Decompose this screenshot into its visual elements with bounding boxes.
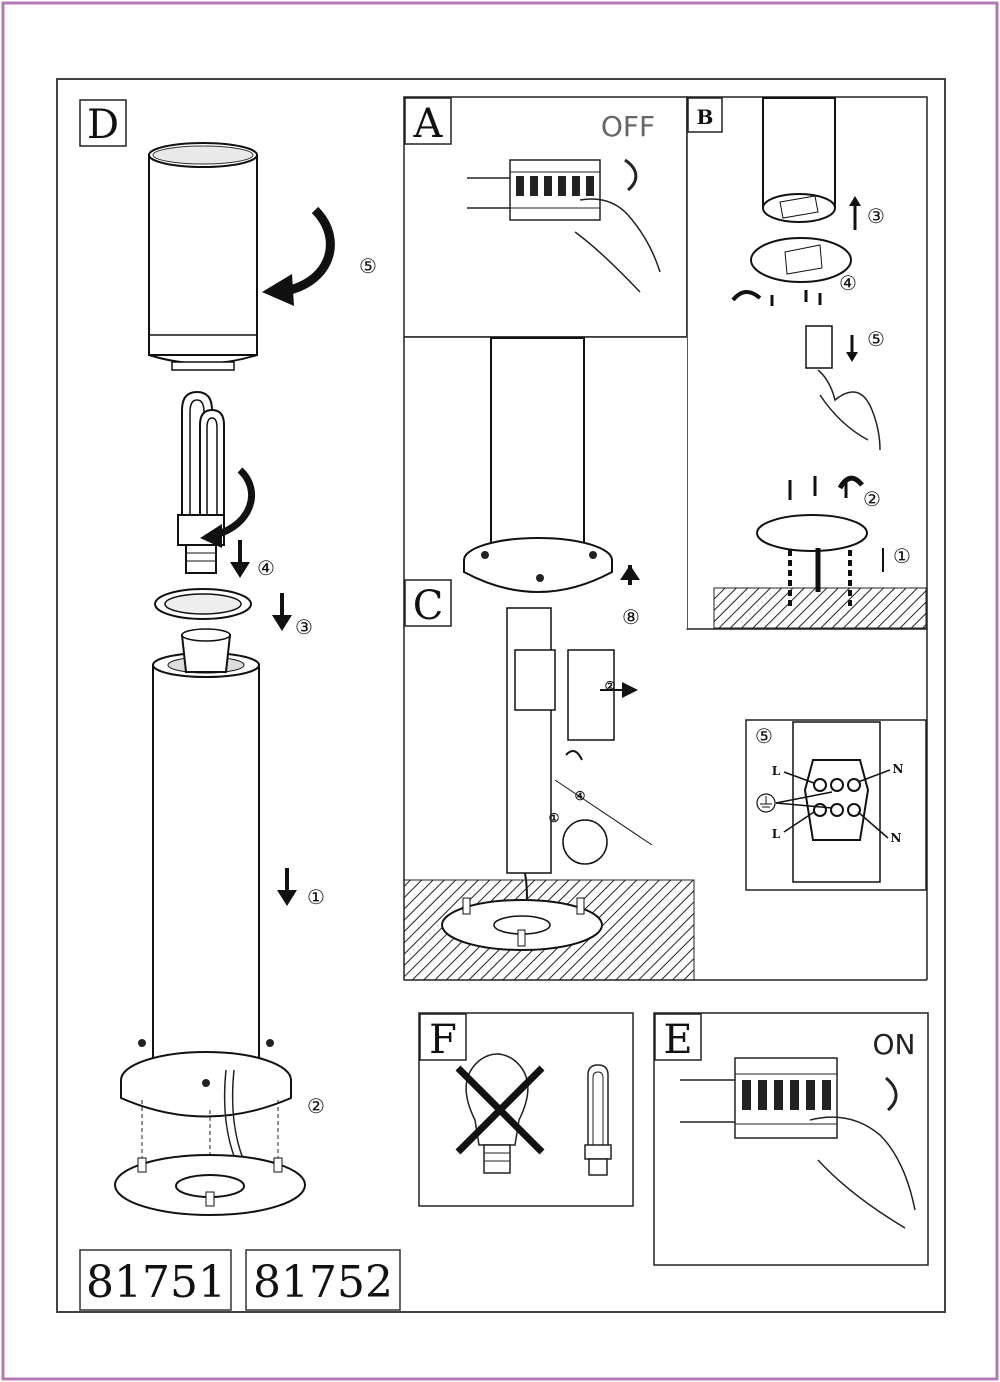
panel-e-label: E [663, 1017, 692, 1063]
energy-saving-bulb-icon [584, 1064, 612, 1176]
panel-d-label: D [87, 102, 119, 148]
step-3-label: ③ [295, 615, 313, 639]
switch-off-label: OFF [601, 110, 655, 143]
panel-c-label-box [404, 579, 452, 627]
step-4-label: ④ [257, 556, 275, 580]
mounting-plate [114, 1154, 306, 1216]
arrow-icon [272, 615, 292, 631]
panel-f-label-box [419, 1013, 467, 1061]
panel-a-label-box [404, 97, 452, 145]
rotate-arrow-icon [279, 206, 335, 297]
energy-saving-bulb [177, 390, 225, 574]
arrow-icon [620, 565, 640, 580]
arrow-icon [849, 196, 861, 206]
panel-c-label: C [413, 583, 444, 629]
c-step-8-label: ⑧ [622, 605, 640, 629]
terminal-n-bottom: N [891, 831, 902, 845]
step-5-label: ⑤ [359, 254, 377, 278]
b-step-1-label: ① [893, 544, 911, 568]
model-number-1: 81751 [86, 1257, 226, 1308]
wiring-step-label: ⑤ [755, 724, 773, 748]
earth-ground-icon [756, 793, 776, 813]
detail-circle [562, 819, 608, 865]
b-step-4-label: ④ [839, 271, 857, 295]
panel-d: D ⑤ ④ [79, 99, 401, 1311]
panel-a-label: A [413, 101, 444, 147]
gasket-ring [154, 588, 252, 620]
panel-e: E ON [653, 1012, 929, 1266]
circuit-breaker-icon [680, 1057, 838, 1139]
switch-on-label: ON [873, 1028, 916, 1061]
main-frame [56, 78, 946, 1313]
ground-hatch [713, 587, 927, 629]
hand-icon [817, 369, 881, 451]
terminal-l-top: L [772, 764, 781, 778]
panel-f-label: F [429, 1017, 457, 1063]
model-box-81752 [245, 1249, 401, 1311]
lamp-shade [148, 142, 258, 371]
panel-b-label-box [687, 97, 723, 133]
c-inner-tube [506, 607, 552, 874]
b-step-3-label: ③ [867, 204, 885, 228]
terminal-n-top: N [893, 762, 904, 776]
rotate-arrow-icon [885, 1076, 898, 1112]
panel-c: ⑧ C ② ④ ① [403, 336, 928, 981]
c-post [490, 337, 585, 549]
rotate-arrow-icon [837, 475, 864, 490]
arrow-icon [262, 274, 294, 306]
rotate-arrow-icon [731, 290, 762, 302]
panel-d-label-box [79, 99, 127, 147]
b-flange [756, 514, 868, 552]
panel-b-label: B [697, 105, 714, 129]
panel-b: B ③ ④ ⑤ ② ① [686, 96, 928, 630]
rotate-arrow-icon [213, 467, 256, 539]
arrow-icon [846, 352, 858, 362]
arrow-icon [277, 890, 297, 906]
terminal-block [514, 649, 556, 711]
panel-a: A OFF [403, 96, 688, 338]
c-step-1-label: ① [549, 811, 560, 825]
b-step-2-label: ② [863, 487, 881, 511]
post-top [762, 97, 836, 209]
b-step-5-label: ⑤ [867, 327, 885, 351]
cover-plate-c [567, 649, 615, 741]
lamp-post [152, 628, 260, 1071]
c-step-4-label: ④ [575, 789, 586, 803]
rotate-arrow-icon [624, 158, 638, 192]
step-2-label: ② [307, 1094, 325, 1118]
arrow-icon [200, 524, 222, 548]
step-1-label: ① [307, 885, 325, 909]
c-step-2-label: ② [605, 679, 616, 693]
hand-icon [809, 1116, 916, 1229]
model-number-2: 81752 [253, 1257, 393, 1308]
wiring-detail: ⑤ L N L N [745, 719, 927, 891]
arrow-icon [230, 562, 250, 578]
ballast-box [805, 325, 833, 369]
terminal-l-bottom: L [772, 827, 781, 841]
circuit-breaker-icon [467, 159, 601, 221]
panel-f: F [418, 1012, 634, 1207]
hand-icon [574, 198, 661, 293]
no-incandescent-bulb-icon [455, 1053, 545, 1174]
model-box-81751 [79, 1249, 232, 1311]
panel-e-label-box [654, 1013, 702, 1061]
terminal-connector [803, 759, 870, 841]
